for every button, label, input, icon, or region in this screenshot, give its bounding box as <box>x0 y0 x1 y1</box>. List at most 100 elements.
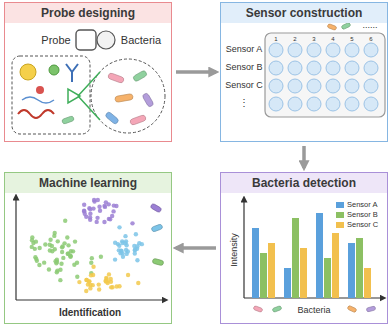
zoom-circle <box>91 59 165 133</box>
sample-point <box>43 242 47 246</box>
ellipsis: ...... <box>362 21 377 31</box>
plate-well <box>345 61 359 75</box>
bacterium-icon <box>327 24 337 31</box>
sample-point <box>124 252 128 256</box>
sample-point <box>117 284 121 288</box>
sample-point <box>71 249 75 253</box>
bacterium-outline <box>97 31 115 49</box>
bacterium-icon <box>105 111 120 125</box>
sample-point <box>84 289 88 293</box>
sensor-label: Sensor B <box>225 63 262 73</box>
flow-arrow <box>302 146 306 168</box>
column-number: 3 <box>312 35 315 42</box>
sample-point <box>98 209 102 213</box>
sample-point <box>104 276 108 280</box>
plate-well <box>269 79 283 93</box>
sample-point <box>37 246 41 250</box>
intensity-bar <box>324 258 331 298</box>
sample-point <box>48 238 52 242</box>
panel-title: Bacteria detection <box>252 176 356 190</box>
legend-text: Sensor A <box>347 200 377 210</box>
sample-point <box>89 261 93 265</box>
sample-point <box>117 244 121 248</box>
nanoparticle <box>20 64 36 80</box>
plate-well <box>364 97 378 111</box>
sample-point <box>108 217 112 221</box>
sample-point <box>61 256 65 260</box>
sample-point <box>88 211 92 215</box>
intensity-bar <box>348 243 355 298</box>
column-number: 2 <box>293 35 296 42</box>
sample-point <box>62 241 66 245</box>
legend-swatch <box>336 202 344 208</box>
intensity-bar <box>260 253 267 298</box>
sample-point <box>66 252 70 256</box>
panel-title: Sensor construction <box>246 6 363 20</box>
x-axis <box>16 299 165 300</box>
plate-well <box>345 97 359 111</box>
intensity-bar <box>252 228 259 298</box>
sample-point <box>112 203 116 207</box>
bacterium-icon <box>62 116 75 125</box>
panel-header: Probe designing <box>5 3 171 23</box>
sample-point <box>30 238 34 242</box>
sample-point <box>42 260 46 264</box>
intensity-bar <box>316 213 323 298</box>
peptide-strand <box>18 110 54 118</box>
sample-point <box>82 203 86 207</box>
nanoparticle <box>49 65 59 75</box>
plate-well <box>307 79 321 93</box>
bacterium-icon <box>115 93 134 102</box>
sample-point <box>99 255 103 259</box>
sample-point <box>113 257 117 261</box>
y-axis <box>15 197 16 300</box>
axis-label: Bacteria <box>297 306 330 316</box>
plate-well <box>364 43 378 57</box>
stage-panel: Bacteria detection <box>220 172 388 324</box>
plate-well <box>269 43 283 57</box>
plate-well <box>307 97 321 111</box>
sample-point <box>60 250 64 254</box>
plate-well <box>269 61 283 75</box>
intensity-bar <box>356 238 363 298</box>
plate-well <box>288 79 302 93</box>
legend-text: Sensor B <box>347 210 378 220</box>
legend-text: Sensor C <box>347 220 378 230</box>
plate-well <box>288 43 302 57</box>
plate-well <box>326 43 340 57</box>
sample-point <box>58 278 62 282</box>
intensity-bar <box>284 268 291 298</box>
sample-point <box>65 235 69 239</box>
bacterium-icon <box>107 72 124 83</box>
sample-point <box>52 234 56 238</box>
sample-point <box>133 247 137 251</box>
probe-label: Probe <box>41 34 70 46</box>
bacterium-icon <box>129 114 146 125</box>
plate-well <box>326 97 340 111</box>
sample-point <box>117 225 121 229</box>
column-number: 1 <box>274 35 277 42</box>
sample-point <box>91 283 95 287</box>
flow-arrow <box>176 70 216 74</box>
bacterium-icon <box>253 306 263 313</box>
stage-panel: Probe designing <box>4 2 172 142</box>
bacterium-icon <box>347 305 357 312</box>
sensor-label: Sensor A <box>226 45 263 55</box>
intensity-bar <box>364 268 371 298</box>
sample-point <box>123 241 127 245</box>
intensity-bar <box>292 218 299 298</box>
sample-point <box>56 239 60 243</box>
plate-well <box>364 79 378 93</box>
bacterium-icon <box>366 306 376 312</box>
plate-well <box>326 61 340 75</box>
axis-label: Identification <box>59 307 121 318</box>
sample-point <box>77 280 81 284</box>
sample-point <box>90 256 94 260</box>
sample-point <box>37 263 41 267</box>
sample-point <box>48 248 52 252</box>
sample-point <box>134 232 138 236</box>
